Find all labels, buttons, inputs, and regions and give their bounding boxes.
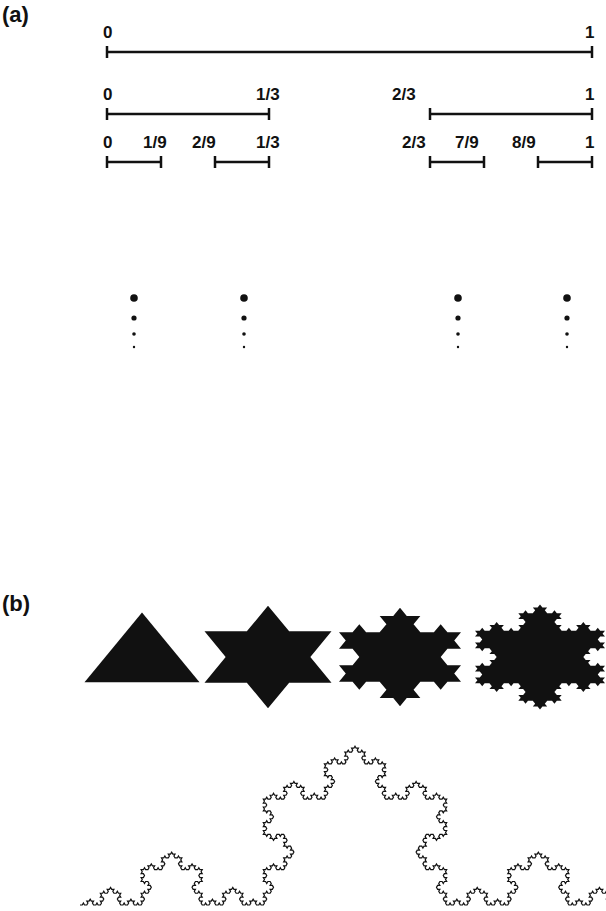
snowflake-shape bbox=[205, 606, 332, 709]
tick-value: 0 bbox=[103, 24, 112, 41]
cantor-set bbox=[107, 46, 592, 168]
panel-label: (b) bbox=[2, 593, 30, 615]
tick-value: 1/3 bbox=[256, 86, 280, 103]
tick-value: 8/9 bbox=[512, 134, 536, 151]
koch-curve bbox=[80, 746, 606, 905]
tick-value: 2/9 bbox=[192, 134, 216, 151]
tick-value: 2/3 bbox=[402, 134, 426, 151]
snowflake-shape bbox=[339, 608, 461, 707]
continuation-dots bbox=[130, 294, 571, 348]
tick-value: 7/9 bbox=[455, 134, 479, 151]
tick-value: 1/3 bbox=[256, 134, 280, 151]
snowflake-shape bbox=[85, 613, 200, 683]
snowflake-shape bbox=[475, 604, 605, 709]
tick-value: 1 bbox=[585, 86, 594, 103]
tick-value: 2/3 bbox=[392, 86, 416, 103]
tick-value: 0 bbox=[103, 134, 112, 151]
tick-value: 1 bbox=[585, 24, 594, 41]
tick-value: 1 bbox=[585, 134, 594, 151]
tick-value: 0 bbox=[103, 86, 112, 103]
tick-value: 1/9 bbox=[143, 134, 167, 151]
panel-label: (a) bbox=[2, 4, 29, 26]
koch-snowflakes bbox=[85, 604, 606, 709]
